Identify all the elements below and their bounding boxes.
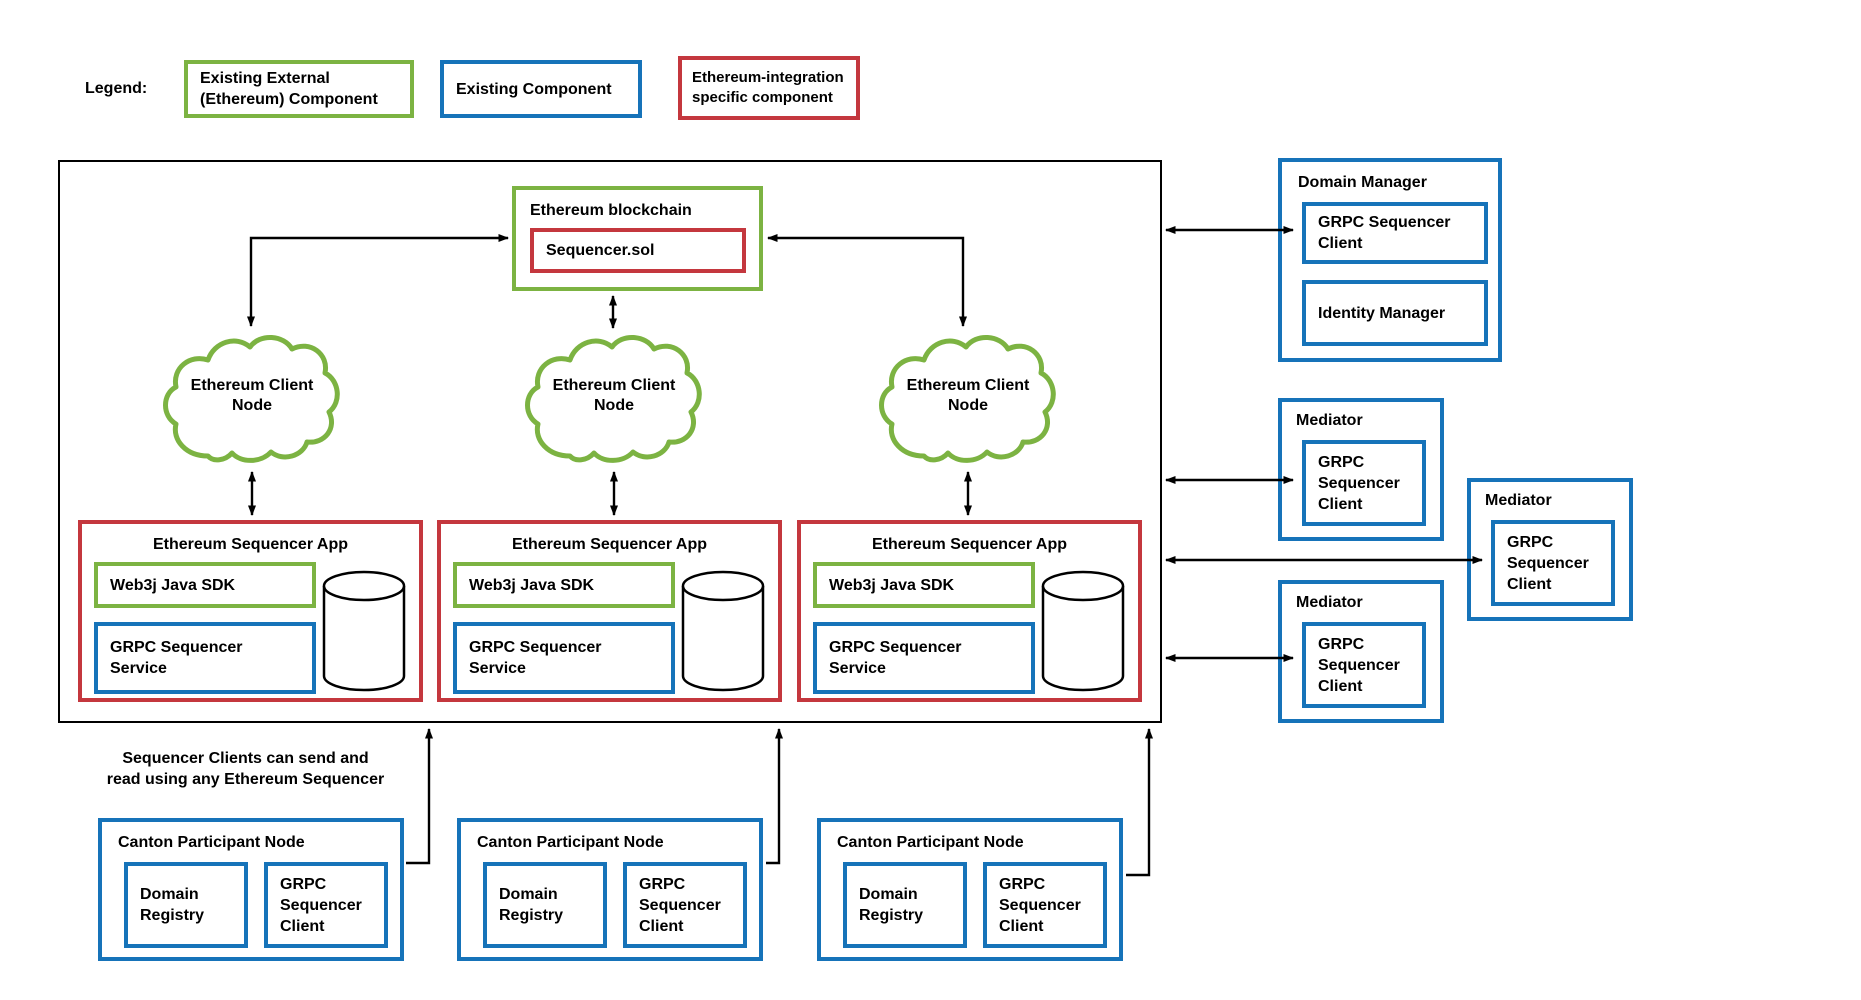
- sequencer-app-title: Ethereum Sequencer App: [152, 536, 348, 553]
- web3j-sdk-label: Web3j Java SDK: [829, 576, 955, 594]
- database-cylinder-icon: [681, 570, 765, 692]
- legend-existing-component-label: Existing Component: [456, 80, 612, 98]
- database-cylinder-icon: [1041, 570, 1125, 692]
- web3j-sdk-label: Web3j Java SDK: [469, 576, 595, 594]
- legend-label: Legend:: [85, 80, 148, 97]
- web3j-sdk-node: Web3j Java SDK: [94, 562, 316, 608]
- mediator-title: Mediator: [1296, 412, 1363, 429]
- sequencer-app-title: Ethereum Sequencer App: [871, 536, 1067, 553]
- arrow-participant3-container: [1126, 728, 1153, 877]
- ethereum-sequencer-app-3: Ethereum Sequencer App Web3j Java SDK GR…: [797, 520, 1142, 702]
- database-cylinder-icon: [322, 570, 406, 692]
- identity-manager-node: Identity Manager: [1302, 280, 1488, 346]
- web3j-sdk-label: Web3j Java SDK: [110, 576, 236, 594]
- legend-existing-external-label: Existing External(Ethereum) Component: [200, 70, 378, 108]
- mediator-title: Mediator: [1296, 594, 1363, 611]
- domain-manager-title: Domain Manager: [1298, 174, 1427, 191]
- web3j-sdk-node: Web3j Java SDK: [813, 562, 1035, 608]
- canton-participant-title: Canton Participant Node: [837, 834, 1024, 851]
- ethereum-sequencer-app-1: Ethereum Sequencer App Web3j Java SDK GR…: [78, 520, 423, 702]
- sequencer-sol-label: Sequencer.sol: [546, 242, 655, 259]
- legend-existing-component: Existing Component: [440, 60, 642, 118]
- identity-manager-label: Identity Manager: [1318, 304, 1446, 322]
- sequencer-app-title: Ethereum Sequencer App: [511, 536, 707, 553]
- sequencer-sol-node: Sequencer.sol: [530, 228, 746, 273]
- arrow-participant2-container: [766, 728, 783, 865]
- cloud-icon: [525, 335, 702, 463]
- canton-participant-title: Canton Participant Node: [118, 834, 305, 851]
- ethereum-sequencer-app-2: Ethereum Sequencer App Web3j Java SDK GR…: [437, 520, 782, 702]
- cloud-icon: [879, 335, 1056, 463]
- legend-existing-external: Existing External(Ethereum) Component: [184, 60, 414, 118]
- cloud-icon: [163, 335, 340, 463]
- ethereum-blockchain-title: Ethereum blockchain: [530, 202, 692, 219]
- ethereum-blockchain-node: Ethereum blockchain Sequencer.sol: [512, 186, 763, 291]
- mediator-title: Mediator: [1485, 492, 1552, 509]
- canton-participant-title: Canton Participant Node: [477, 834, 664, 851]
- web3j-sdk-node: Web3j Java SDK: [453, 562, 675, 608]
